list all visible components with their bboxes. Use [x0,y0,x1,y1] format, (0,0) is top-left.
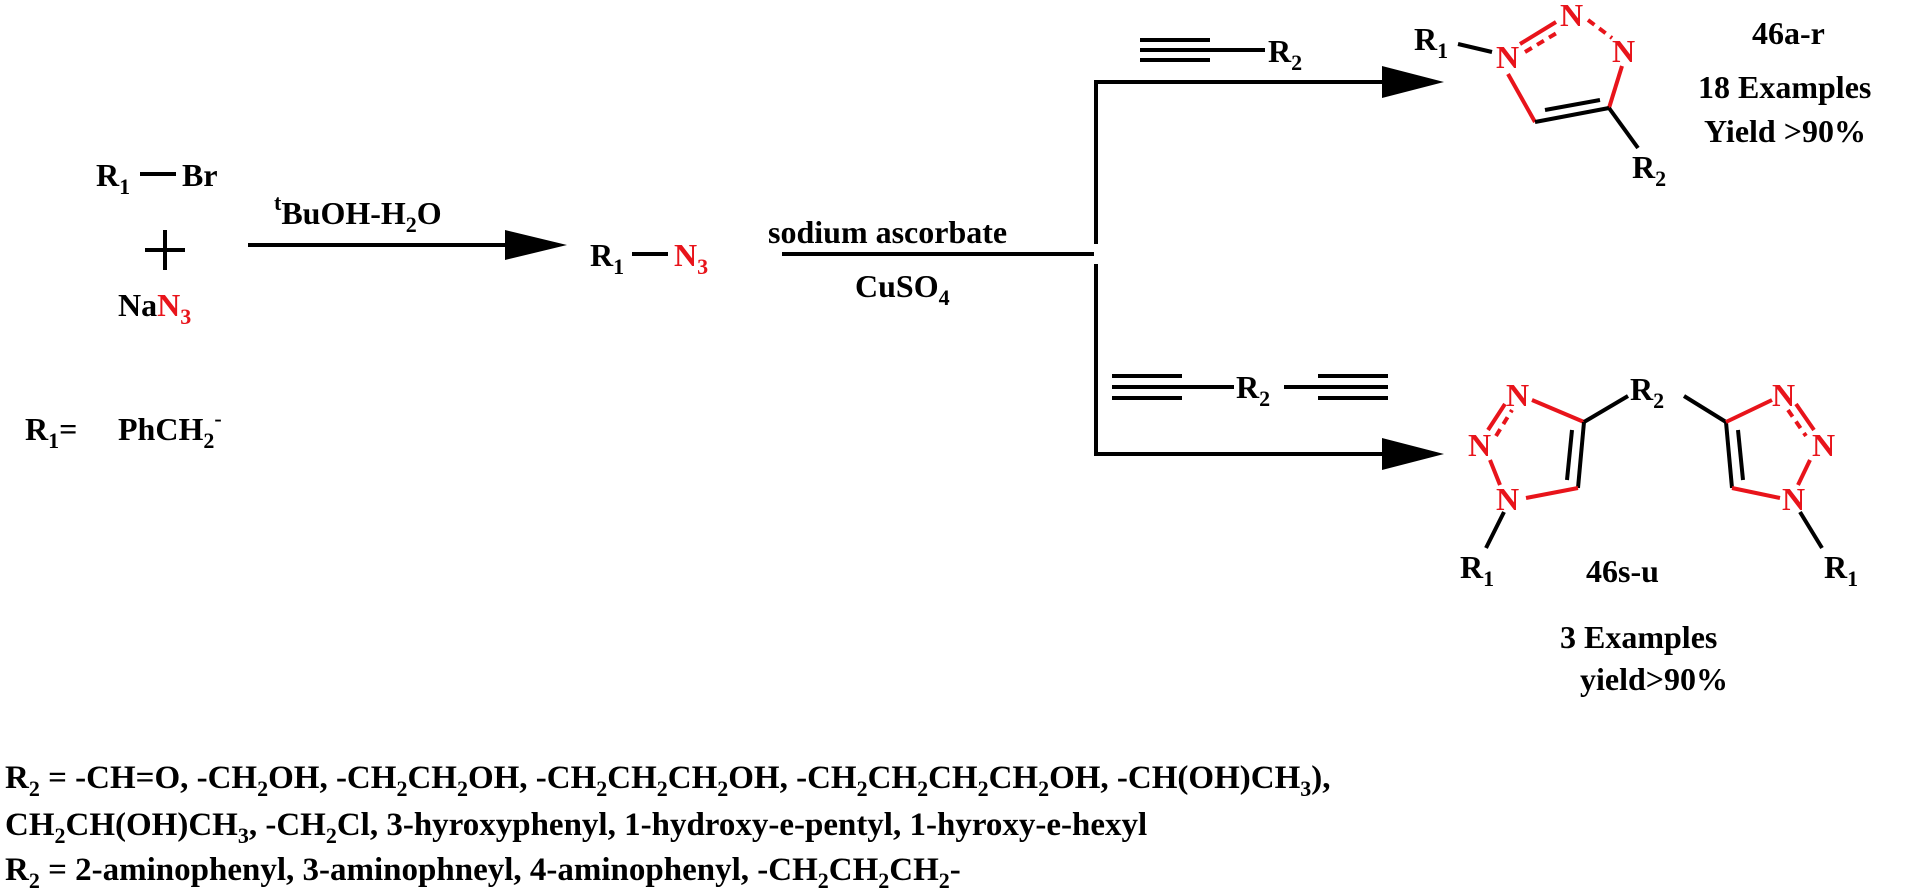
subscript: 2 [29,868,40,891]
note-text: OH, -CH [468,760,597,796]
subscript: 2 [457,776,468,801]
svg-text:N: N [1612,33,1635,69]
svg-text:Br: Br [182,157,218,193]
subscript: 2 [717,776,728,801]
note-text: CH [889,852,939,888]
svg-text:R1=: R1= [25,411,77,453]
svg-text:R2: R2 [1632,149,1666,191]
svg-text:PhCH2-: PhCH2- [118,406,222,453]
note-text: CH [407,760,457,796]
subscript: 2 [596,776,607,801]
note-text: CH [868,760,918,796]
r2-note-line2: CH2CH(OH)CH3, -CH2Cl, 3-hyroxyphenyl, 1-… [5,807,1147,848]
r2-note-line3: R2 = 2-aminophenyl, 3-aminophneyl, 4-ami… [5,852,961,891]
svg-text:N: N [1772,377,1795,413]
svg-text:N: N [1468,427,1491,463]
subscript: 2 [878,868,889,891]
r2-substituent-notes: R2 = -CH=O, -CH2OH, -CH2CH2OH, -CH2CH2CH… [5,760,1331,891]
triazole-product-top: R1 N N N R2 46a-r 18 Examples Yield >90% [1414,0,1871,191]
note-text: OH, -CH(OH)CH [1049,760,1300,796]
subscript: 2 [939,868,950,891]
svg-text:18 Examples: 18 Examples [1698,69,1871,105]
dialkyne: R2 [1112,369,1388,411]
note-text: OH, -CH [268,760,397,796]
subscript: 3 [238,823,249,848]
subscript: 2 [818,868,829,891]
r2-note-line1: R2 = -CH=O, -CH2OH, -CH2CH2OH, -CH2CH2CH… [5,760,1331,801]
svg-text:N3: N3 [674,237,708,279]
r1-definition: R1= PhCH2- [25,406,222,453]
svg-text:N: N [1496,39,1519,75]
organic-azide: R1 N3 [590,237,708,279]
note-text: CH [668,760,718,796]
note-text: CH(OH)CH [66,807,239,843]
svg-text:R2: R2 [1268,33,1302,75]
subscript: 2 [978,776,989,801]
svg-text:R1: R1 [1414,21,1448,63]
svg-text:tBuOH-H2O: tBuOH-H2O [274,190,442,237]
step2-conditions: sodium ascorbate CuSO4 [768,214,1094,310]
subscript: 2 [326,823,337,848]
svg-text:3 Examples: 3 Examples [1560,619,1717,655]
subscript: 2 [917,776,928,801]
subscript: 3 [1300,776,1311,801]
note-text: = 2-aminophenyl, 3-aminophneyl, 4-aminop… [40,852,818,888]
note-text: , -CH [249,807,326,843]
subscript: 2 [55,823,66,848]
svg-text:R2: R2 [1630,371,1664,413]
subscript: 2 [257,776,268,801]
reactant-alkyl-bromide: R1 Br [96,157,218,199]
note-text: OH, -CH [728,760,857,796]
svg-text:NaN3: NaN3 [118,287,191,329]
subscript: 2 [396,776,407,801]
step1-conditions: tBuOH-H2O [274,190,442,237]
svg-text:N: N [1812,427,1835,463]
svg-text:R1: R1 [590,237,624,279]
subscript: 2 [857,776,868,801]
note-text: CH [829,852,879,888]
reactant-sodium-azide: NaN3 [118,287,191,329]
svg-text:N: N [1496,481,1519,517]
svg-text:N: N [1782,481,1805,517]
bis-triazole-product: N N N R1 R2 N N N R1 46s-u 3 Examples yi… [1460,371,1858,697]
svg-text:sodium ascorbate: sodium ascorbate [768,214,1007,250]
subscript: 2 [657,776,668,801]
svg-text:R1: R1 [1460,549,1494,591]
branch-lines [1094,66,1444,470]
subscript: 2 [1038,776,1049,801]
note-text: CH [989,760,1039,796]
svg-text:N: N [1560,0,1583,33]
note-text: - [950,852,961,888]
svg-text:Yield >90%: Yield >90% [1704,113,1866,149]
svg-text:CuSO4: CuSO4 [855,268,950,310]
note-text: CH [607,760,657,796]
plus-sign [145,230,185,270]
note-text: Cl, 3-hyroxyphenyl, 1-hydroxy-e-pentyl, … [337,807,1147,843]
note-text: R [5,852,30,888]
subscript: 2 [29,776,40,801]
note-text: CH [928,760,978,796]
svg-text:46s-u: 46s-u [1586,553,1659,589]
svg-text:R1: R1 [1824,549,1858,591]
svg-text:R2: R2 [1236,369,1270,411]
svg-text:N: N [1506,377,1529,413]
arrow-step1 [248,230,567,260]
terminal-alkyne: R2 [1140,33,1302,75]
note-text: ), [1311,760,1330,796]
note-text: R [5,760,30,796]
svg-text:yield>90%: yield>90% [1580,661,1728,697]
note-text: CH [5,807,55,843]
note-text: = -CH=O, -CH [40,760,258,796]
svg-text:46a-r: 46a-r [1752,15,1825,51]
svg-text:R1: R1 [96,157,130,199]
